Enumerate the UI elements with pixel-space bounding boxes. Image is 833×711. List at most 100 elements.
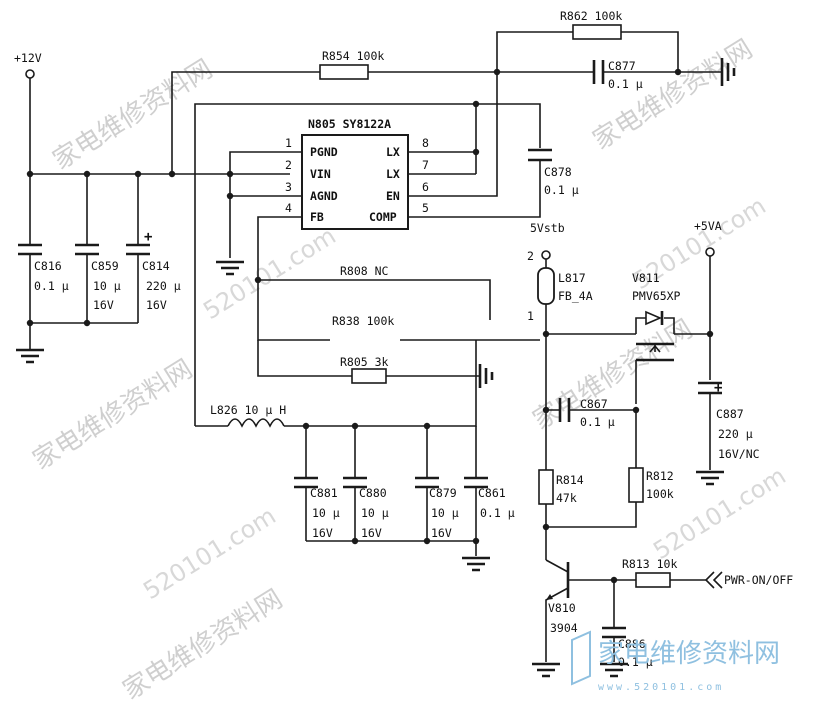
svg-text:2: 2 — [527, 249, 534, 263]
watermark-url: 520101.com — [198, 222, 340, 326]
svg-text:VIN: VIN — [310, 167, 331, 181]
label-12v: +12V — [14, 51, 42, 65]
svg-text:V810: V810 — [548, 601, 576, 615]
svg-text:3: 3 — [285, 180, 292, 194]
svg-text:LX: LX — [386, 167, 400, 181]
svg-text:C867: C867 — [580, 397, 608, 411]
svg-text:FB: FB — [310, 210, 324, 224]
transistor-v810: V810 3904 — [532, 559, 614, 678]
svg-text:www.520101.com: www.520101.com — [598, 682, 724, 693]
svg-text:8: 8 — [422, 136, 429, 150]
svg-text:C859: C859 — [91, 259, 119, 273]
inductor-l826: L826 10 μ H — [195, 340, 477, 428]
cap-c814: + C814 220 μ 16V — [126, 174, 181, 323]
svg-text:V811: V811 — [632, 271, 660, 285]
svg-text:R812: R812 — [646, 469, 674, 483]
svg-text:1: 1 — [527, 309, 534, 323]
svg-text:2: 2 — [285, 158, 292, 172]
svg-text:0.1 μ: 0.1 μ — [580, 415, 615, 429]
svg-text:3904: 3904 — [550, 621, 578, 635]
svg-text:C880: C880 — [359, 486, 387, 500]
svg-text:0.1 μ: 0.1 μ — [618, 655, 653, 669]
watermark-url: 520101.com — [138, 502, 280, 606]
svg-text:0.1 μ: 0.1 μ — [608, 77, 643, 91]
svg-text:0.1 μ: 0.1 μ — [544, 183, 579, 197]
mosfet-v811: V811 PMV65XP — [546, 271, 714, 404]
resistor-r805: R805 3k — [257, 340, 494, 388]
cap-c877: C877 0.1 μ — [497, 58, 736, 91]
cap-c886: C886 0.1 μ — [600, 580, 653, 678]
resistor-r854: R854 100k — [171, 49, 501, 174]
resistor-r812: R812 100k — [546, 410, 674, 528]
svg-text:220 μ: 220 μ — [718, 427, 753, 441]
svg-text:+5VA: +5VA — [694, 219, 722, 233]
svg-text:10 μ: 10 μ — [312, 506, 340, 520]
svg-text:C881: C881 — [310, 486, 338, 500]
resistor-r862: R862 100k — [496, 9, 679, 72]
watermark-layer: 家电维修资料网 家电维修资料网 家电维修资料网 家电维修资料网 家电维修资料网 … — [28, 34, 791, 706]
svg-text:0.1 μ: 0.1 μ — [480, 506, 515, 520]
svg-text:R814: R814 — [556, 473, 584, 487]
cap-c880: C880 10 μ 16V — [343, 426, 389, 541]
cap-c881: C881 10 μ 16V — [294, 426, 340, 541]
svg-text:PGND: PGND — [310, 145, 338, 159]
svg-text:7: 7 — [422, 158, 429, 172]
site-logo: 家电维修资料网 www.520101.com — [571, 630, 780, 693]
ic-n805: N805 SY8122A PGND VIN AGND FB 1 2 3 4 LX… — [285, 117, 429, 230]
ground-symbol — [216, 260, 244, 276]
svg-text:C878: C878 — [544, 165, 572, 179]
svg-text:L826 10 μ H: L826 10 μ H — [210, 403, 286, 417]
svg-text:6: 6 — [422, 180, 429, 194]
cap-c861: C861 0.1 μ — [464, 426, 515, 556]
svg-text:0.1 μ: 0.1 μ — [34, 279, 69, 293]
svg-text:C887: C887 — [716, 407, 744, 421]
svg-text:10 μ: 10 μ — [93, 279, 121, 293]
ferrite-l817: 5Vstb 2 L817 FB_4A 1 — [527, 221, 593, 405]
ground-symbol — [16, 348, 44, 364]
resistor-r813: R813 10k PWR-ON/OFF — [610, 557, 793, 589]
cap-c878: C878 0.1 μ — [528, 148, 579, 197]
svg-text:C886: C886 — [618, 637, 646, 651]
svg-text:LX: LX — [386, 145, 400, 159]
svg-text:16V/NC: 16V/NC — [718, 447, 760, 461]
svg-text:100k: 100k — [646, 487, 674, 501]
svg-text:PMV65XP: PMV65XP — [632, 289, 681, 303]
svg-text:16V: 16V — [431, 526, 452, 540]
svg-text:C814: C814 — [142, 259, 170, 273]
svg-text:1: 1 — [285, 136, 292, 150]
svg-text:4: 4 — [285, 201, 292, 215]
svg-text:家电维修资料网: 家电维修资料网 — [598, 639, 780, 669]
svg-text:C816: C816 — [34, 259, 62, 273]
svg-text:10 μ: 10 μ — [361, 506, 389, 520]
svg-text:C861: C861 — [478, 486, 506, 500]
svg-text:16V: 16V — [93, 298, 114, 312]
svg-text:COMP: COMP — [369, 210, 397, 224]
ic-title: N805 SY8122A — [308, 117, 391, 131]
svg-text:+: + — [714, 380, 722, 396]
svg-text:16V: 16V — [312, 526, 333, 540]
cap-c879: C879 10 μ 16V — [415, 426, 459, 541]
watermark-text: 家电维修资料网 — [118, 584, 288, 706]
svg-text:R808 NC: R808 NC — [340, 264, 389, 278]
svg-text:R862 100k: R862 100k — [560, 9, 622, 23]
svg-text:R813 10k: R813 10k — [622, 557, 677, 571]
resistor-r814: R814 47k — [538, 410, 584, 560]
svg-text:R838 100k: R838 100k — [332, 314, 394, 328]
svg-text:FB_4A: FB_4A — [558, 289, 593, 303]
svg-text:C877: C877 — [608, 59, 636, 73]
svg-text:C879: C879 — [429, 486, 457, 500]
svg-text:+: + — [144, 229, 152, 245]
cap-c887: + C887 220 μ 16V/NC — [696, 380, 760, 486]
svg-text:220 μ: 220 μ — [146, 279, 181, 293]
watermark-text: 家电维修资料网 — [588, 34, 758, 156]
ground-symbol — [462, 556, 490, 572]
svg-text:R805 3k: R805 3k — [340, 355, 389, 369]
pwr-on-off-label: PWR-ON/OFF — [724, 573, 793, 587]
resistor-r838: R838 100k — [257, 280, 540, 341]
svg-text:AGND: AGND — [310, 189, 338, 203]
svg-text:5: 5 — [422, 201, 429, 215]
cap-c816: C816 0.1 μ — [18, 174, 69, 350]
svg-text:L817: L817 — [558, 271, 586, 285]
